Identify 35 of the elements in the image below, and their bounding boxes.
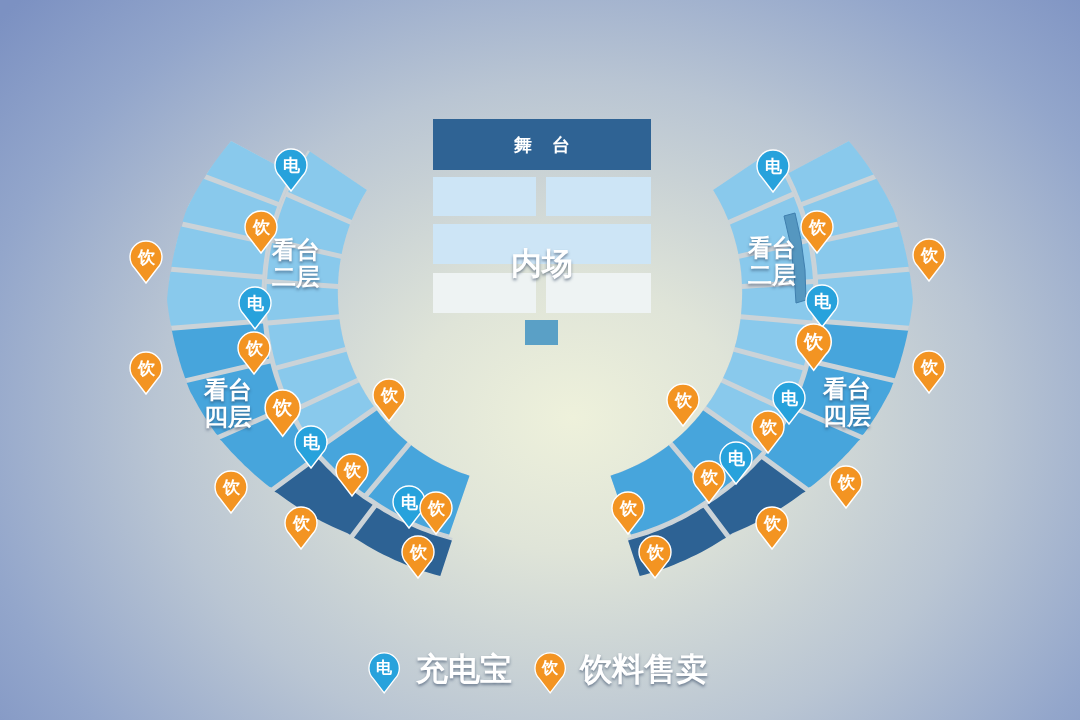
map-pin: 饮 xyxy=(638,535,672,579)
map-pin: 饮 xyxy=(829,465,863,509)
map-pin: 饮 xyxy=(755,506,789,550)
infield-area xyxy=(433,177,651,313)
legend-label: 饮料售卖 xyxy=(580,651,708,687)
stand-label: 看台四层 xyxy=(204,377,253,431)
map-pin: 饮 xyxy=(335,453,369,497)
map-pin: 饮 xyxy=(419,491,453,535)
map-pin: 饮 xyxy=(284,506,318,550)
legend-pin: 电 xyxy=(367,651,401,694)
map-pin: 电 xyxy=(756,149,790,193)
map-pin: 电 xyxy=(294,425,328,469)
map-pin: 饮 xyxy=(795,323,833,372)
map-pin: 饮 xyxy=(129,351,163,395)
map-pin: 饮 xyxy=(237,331,271,375)
map-pin: 饮 xyxy=(611,491,645,535)
map-pin: 电 xyxy=(805,284,839,328)
stage-box: 舞 台 xyxy=(433,119,651,170)
map-pin: 饮 xyxy=(129,240,163,284)
legend-label: 充电宝 xyxy=(416,651,512,687)
stand-label: 看台四层 xyxy=(823,376,872,430)
infield-label: 内场 xyxy=(511,244,573,283)
map-pin: 饮 xyxy=(751,410,785,454)
map-pin: 饮 xyxy=(666,383,700,427)
map-pin: 饮 xyxy=(372,378,406,422)
map-pin: 饮 xyxy=(401,535,435,579)
map-pin: 饮 xyxy=(692,460,726,504)
map-pin: 电 xyxy=(238,286,272,330)
legend-pin: 饮 xyxy=(533,651,567,694)
map-pin: 饮 xyxy=(214,470,248,514)
map-pin: 饮 xyxy=(912,350,946,394)
map-pin: 饮 xyxy=(912,238,946,282)
map-pin: 电 xyxy=(274,148,308,192)
map-pin: 饮 xyxy=(264,389,302,438)
map-pin: 饮 xyxy=(800,210,834,254)
